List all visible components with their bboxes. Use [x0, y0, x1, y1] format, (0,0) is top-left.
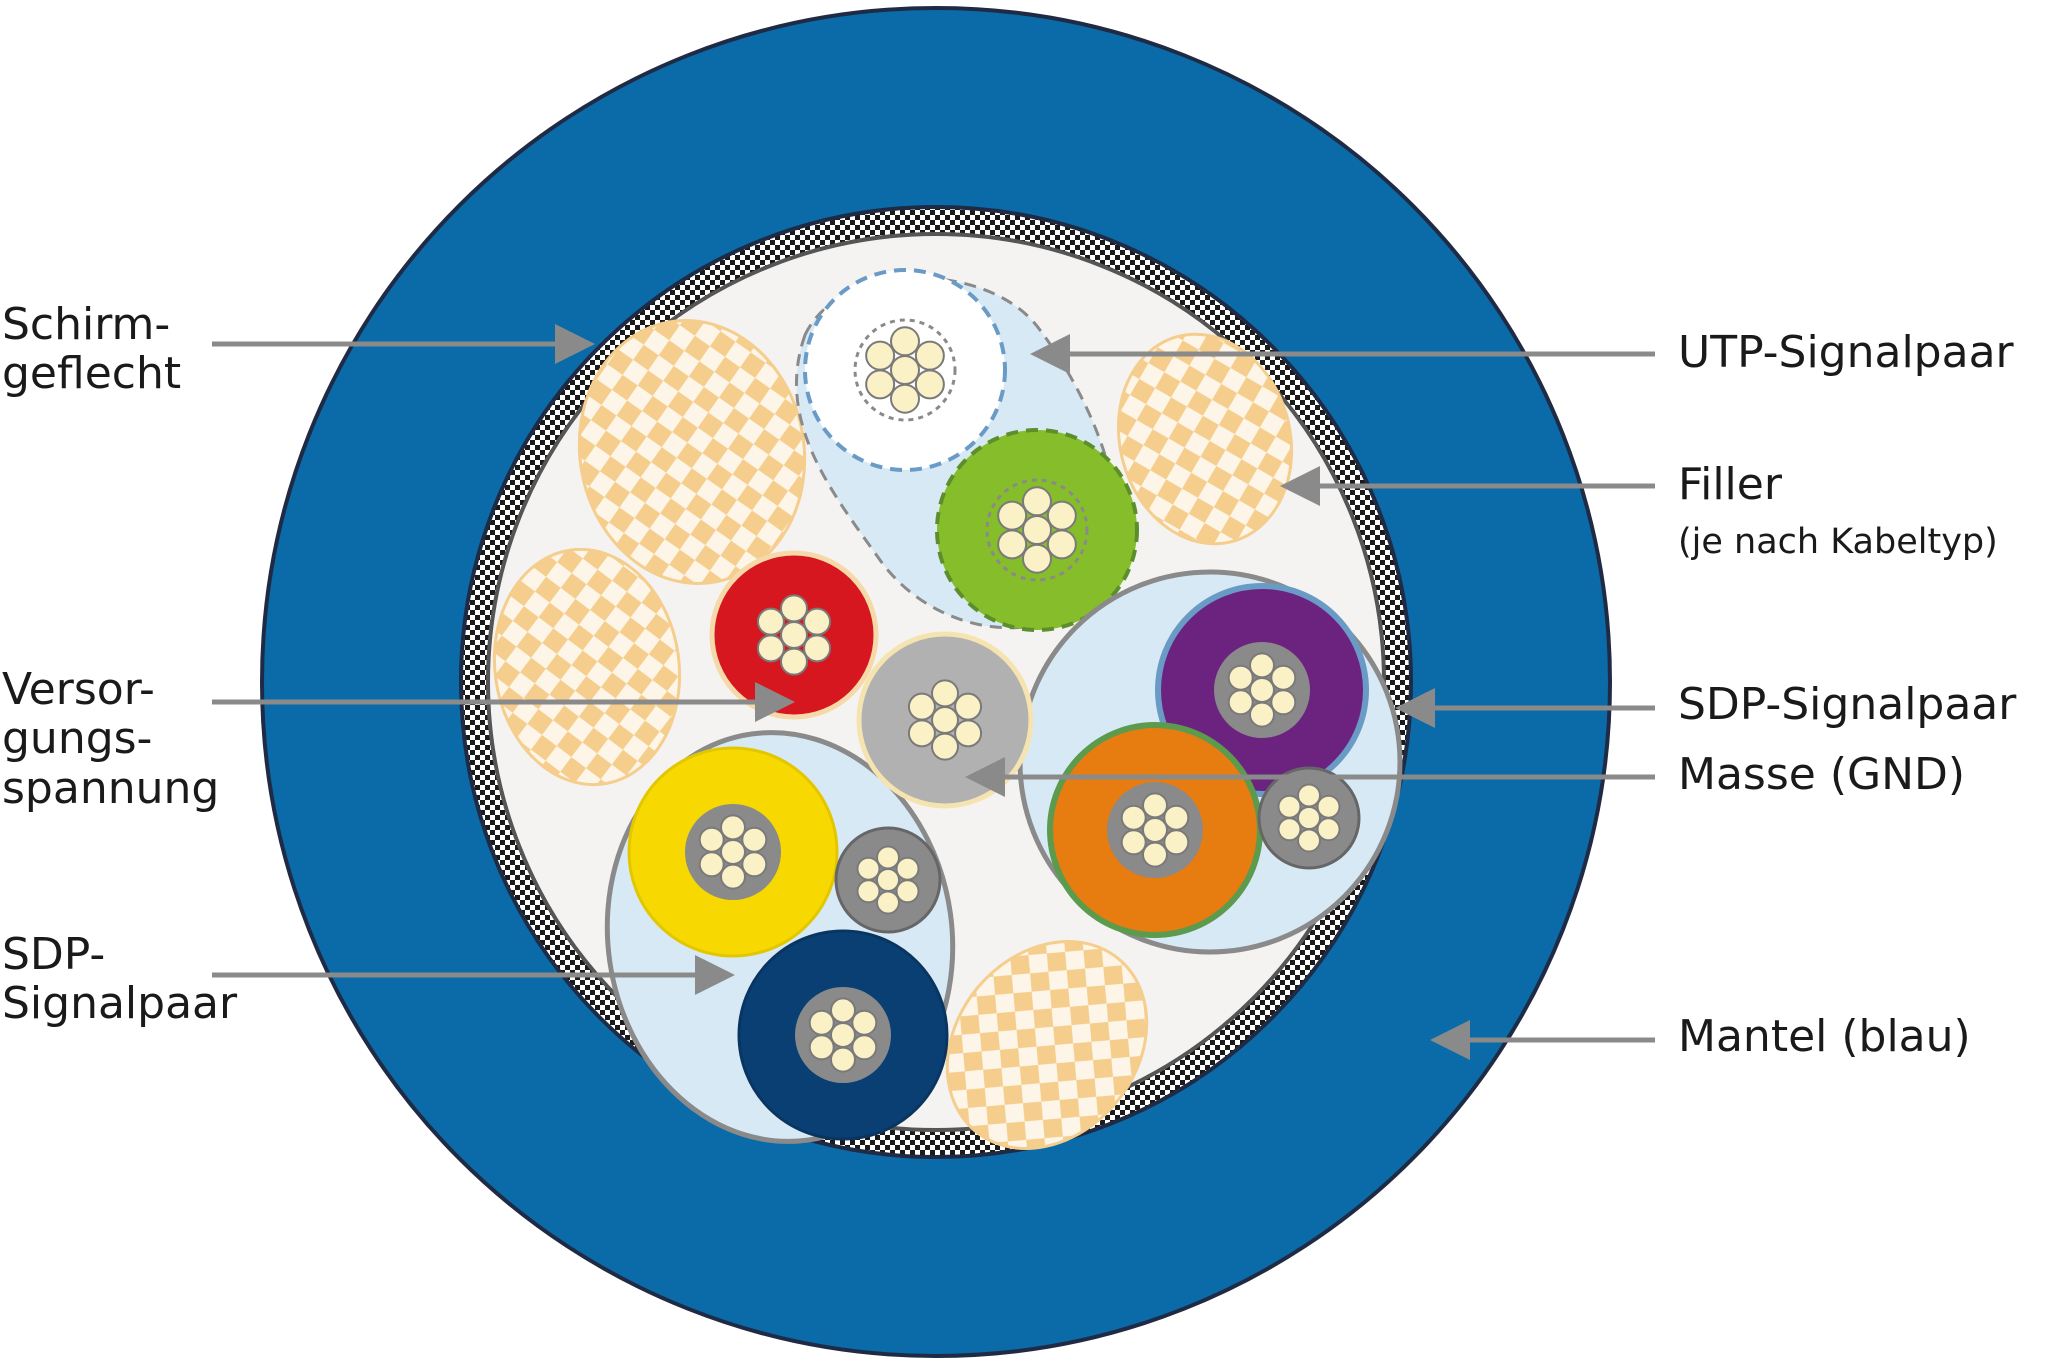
- strand: [1297, 806, 1321, 830]
- filler: [1116, 332, 1294, 546]
- strand: [931, 706, 959, 734]
- label-mantel: Mantel (blau): [1678, 1011, 1971, 1062]
- strand: [907, 719, 936, 748]
- strand-bundle: [985, 478, 1089, 582]
- strand: [1297, 783, 1321, 808]
- label-masse: Masse (GND): [1678, 749, 1966, 800]
- strand: [876, 868, 900, 892]
- strand-bundle: [853, 318, 957, 422]
- strand: [1249, 677, 1275, 703]
- label-versorgungsspannung: Versor- gungs- spannung: [2, 665, 219, 813]
- strand: [808, 1034, 835, 1061]
- strand: [780, 621, 808, 649]
- strand: [1142, 792, 1168, 819]
- filler: [945, 940, 1149, 1150]
- strand: [851, 1009, 878, 1036]
- strand: [1046, 500, 1077, 531]
- label-schirmgeflecht: Schirm- geflecht: [2, 300, 181, 399]
- label-filler: Filler: [1678, 459, 1782, 510]
- strand: [741, 851, 768, 878]
- label-schirmgeflecht-line1: Schirm-: [2, 299, 171, 350]
- strand: [1163, 829, 1190, 856]
- strand: [1046, 529, 1077, 560]
- strand: [914, 369, 945, 400]
- strand: [1163, 804, 1190, 831]
- strand: [830, 997, 856, 1024]
- strand: [780, 594, 808, 623]
- leader-arrows: [212, 324, 1655, 1060]
- label-sdp-left-line1: SDP-: [2, 929, 106, 980]
- strand: [1142, 817, 1168, 843]
- strand: [954, 719, 983, 748]
- strand: [856, 856, 881, 881]
- strand: [1249, 701, 1275, 728]
- filler: [492, 547, 682, 787]
- strand: [954, 692, 983, 721]
- strand: [876, 890, 900, 915]
- strand: [1142, 841, 1168, 868]
- strand: [1227, 689, 1254, 716]
- strand: [997, 529, 1028, 560]
- strand: [803, 607, 832, 636]
- strand: [808, 1009, 835, 1036]
- strand: [1022, 486, 1052, 517]
- strand: [1277, 794, 1302, 819]
- strand: [890, 383, 920, 414]
- strand-bundles: [685, 318, 1355, 1083]
- label-versorgungsspannung-line1: Versor-: [2, 664, 155, 715]
- filler: [577, 319, 807, 585]
- strand: [720, 863, 746, 890]
- strand: [830, 1046, 856, 1073]
- strand: [756, 607, 785, 636]
- strand: [865, 369, 896, 400]
- strand: [876, 845, 900, 870]
- strand: [756, 634, 785, 663]
- strand: [741, 826, 768, 853]
- label-sdp-signalpaar-left: SDP- Signalpaar: [2, 930, 237, 1029]
- strand: [890, 355, 920, 385]
- strand: [1022, 515, 1052, 545]
- strand: [865, 340, 896, 371]
- strand: [1120, 804, 1147, 831]
- strand: [1249, 652, 1275, 679]
- strand: [1316, 794, 1341, 819]
- label-versorgungsspannung-line3: spannung: [2, 762, 220, 814]
- strand: [1270, 664, 1297, 691]
- label-filler-note: (je nach Kabeltyp): [1678, 522, 1998, 562]
- strand: [698, 851, 725, 878]
- strand: [931, 679, 959, 708]
- strand: [895, 879, 920, 904]
- strand: [1297, 828, 1321, 853]
- strand: [907, 692, 936, 721]
- label-sdp-signalpaar-right: SDP-Signalpaar: [1678, 679, 2017, 730]
- strand: [856, 879, 881, 904]
- strand: [780, 647, 808, 676]
- strand: [914, 340, 945, 371]
- label-schirmgeflecht-line2: geflecht: [2, 348, 182, 400]
- strand: [1270, 689, 1297, 716]
- strand: [830, 1022, 856, 1048]
- strand: [1227, 664, 1254, 691]
- strand: [1316, 817, 1341, 842]
- strand: [1120, 829, 1147, 856]
- strand: [803, 634, 832, 663]
- strand: [851, 1034, 878, 1061]
- strand: [1277, 817, 1302, 842]
- label-utp-signalpaar: UTP-Signalpaar: [1678, 327, 2014, 378]
- strand: [997, 500, 1028, 531]
- strand: [1022, 543, 1052, 574]
- strand: [720, 814, 746, 841]
- strand: [895, 856, 920, 881]
- strand: [890, 326, 920, 357]
- strand: [931, 732, 959, 761]
- strand: [698, 826, 725, 853]
- label-sdp-left-line2: Signalpaar: [2, 978, 238, 1030]
- strand: [720, 839, 746, 865]
- label-versorgungsspannung-line2: gungs-: [2, 713, 153, 765]
